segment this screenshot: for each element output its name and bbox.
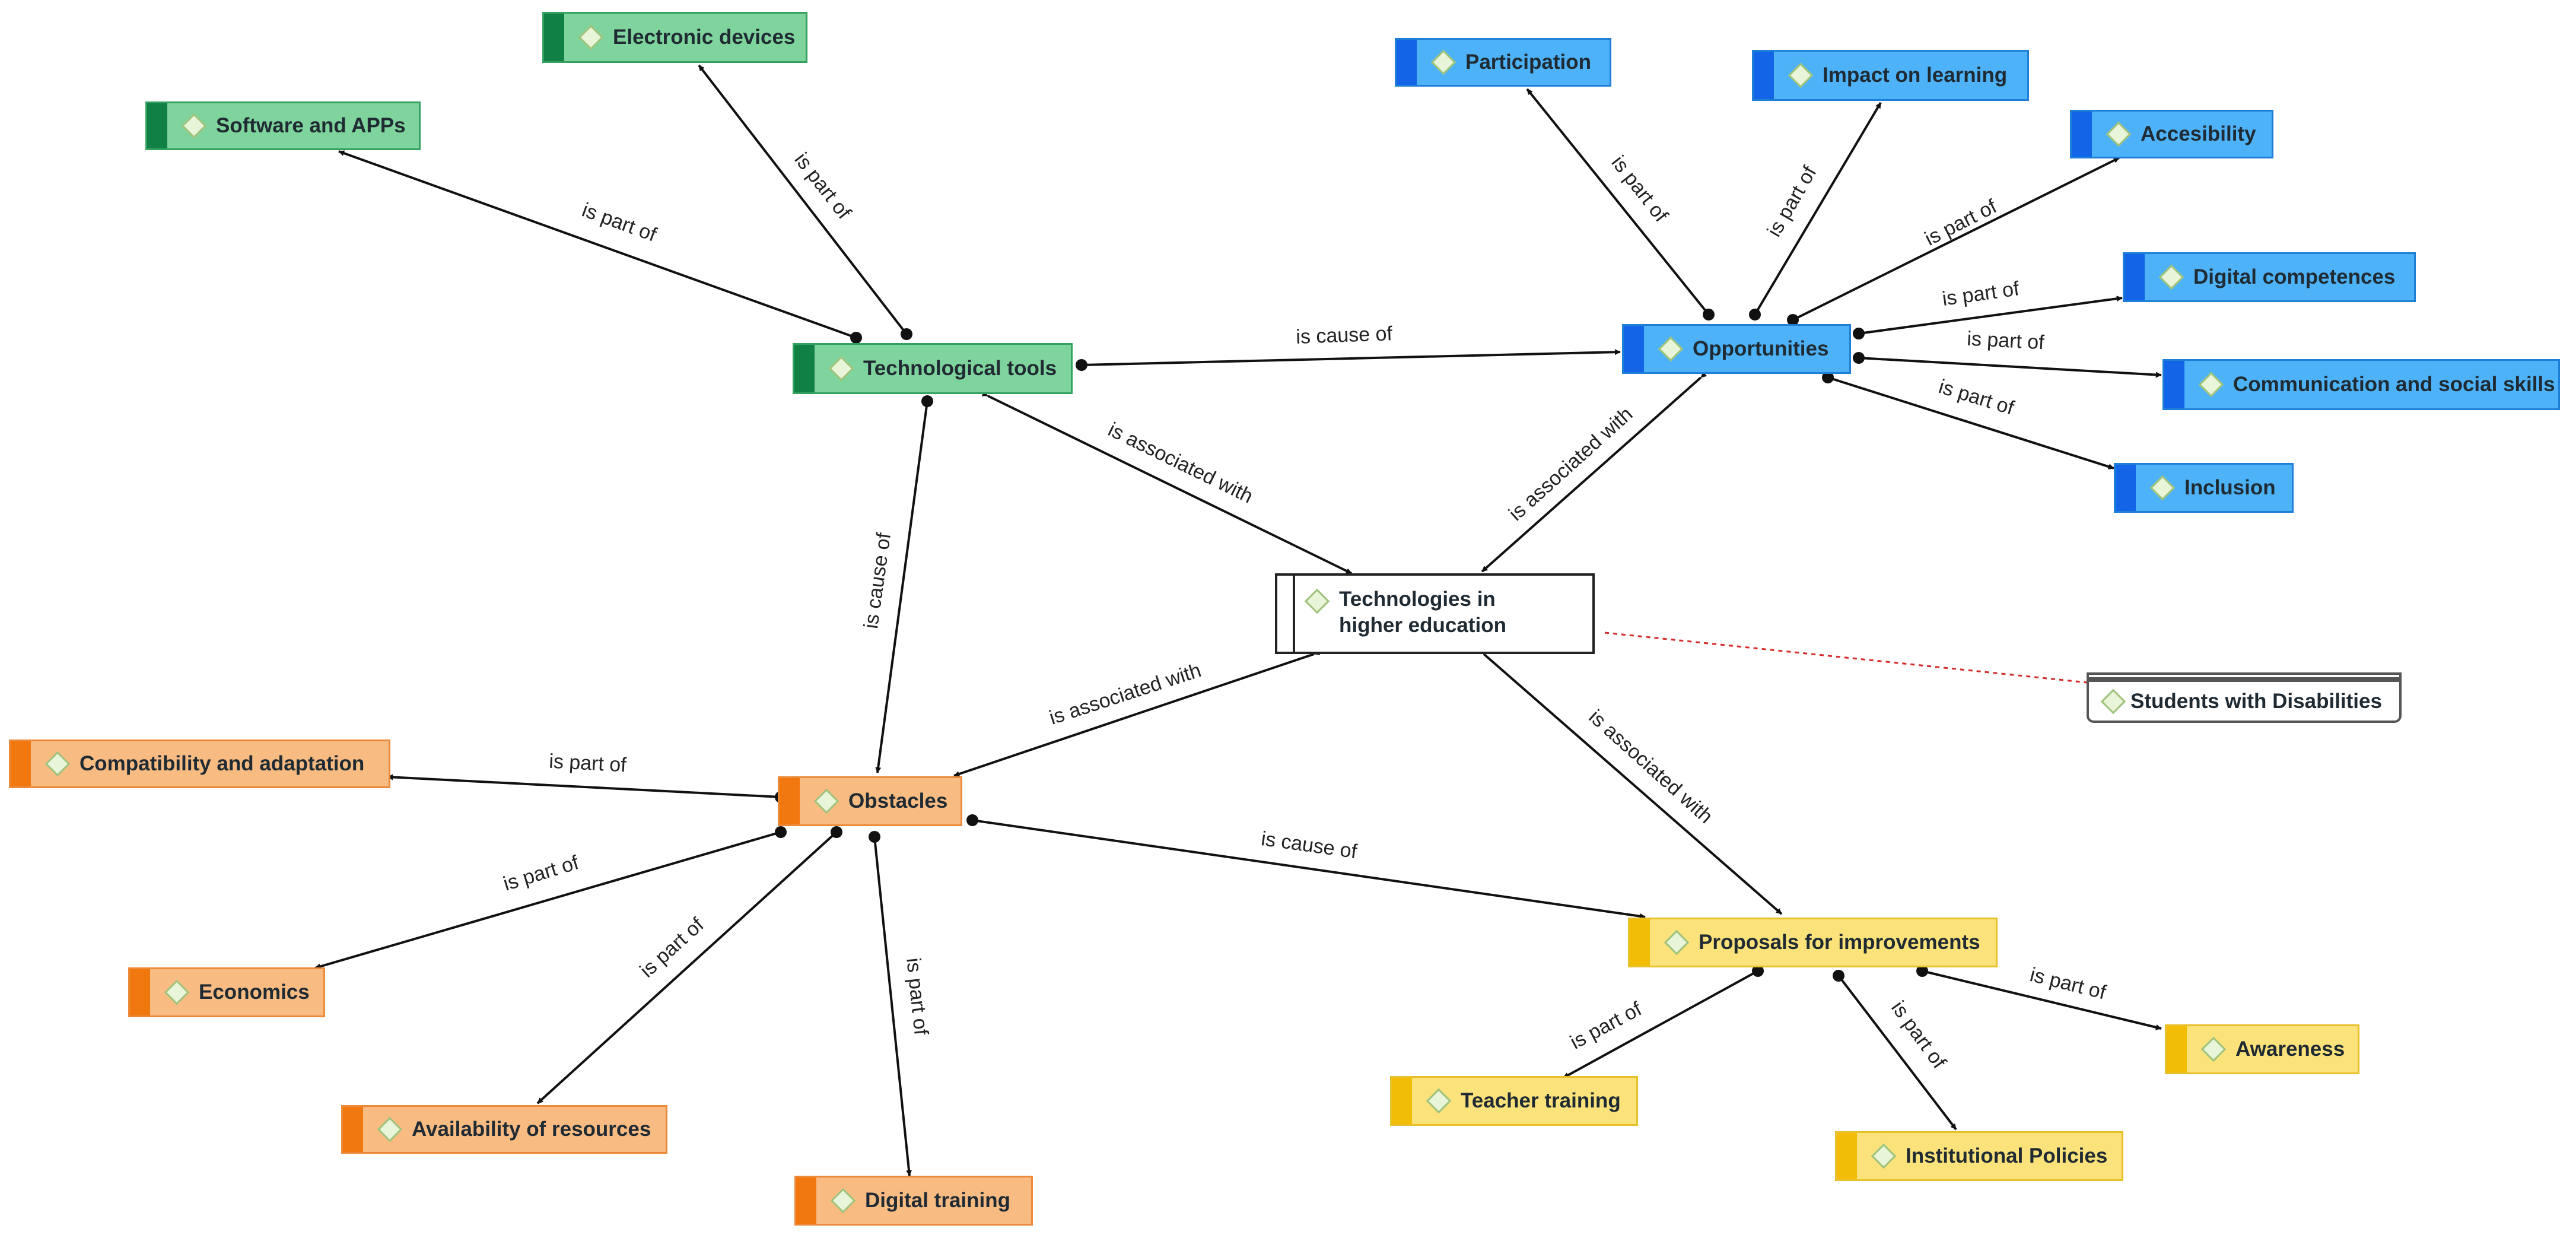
node-technological-tools[interactable]: Technological tools — [793, 343, 1073, 394]
label-obstacles-availability: is part of — [635, 913, 708, 982]
edge-opp-center — [1481, 372, 1707, 573]
concept-icon — [1426, 1088, 1452, 1114]
edge-opp-communication — [1858, 357, 2162, 378]
label-obstacles-digital-training: is part of — [902, 957, 932, 1036]
edge-opp-accesibility — [1792, 157, 2120, 321]
label-obstacles-economics: is part of — [501, 851, 581, 896]
edge-center-obstacles — [953, 649, 1321, 777]
concept-icon — [813, 788, 839, 814]
node-software-apps[interactable]: Software and APPs — [145, 101, 421, 150]
concept-icon — [44, 751, 71, 777]
node-digital-training[interactable]: Digital training — [794, 1176, 1033, 1226]
label-center-proposals: is associated with — [1585, 706, 1717, 829]
label-opp-impact: is part of — [1763, 162, 1821, 240]
edge-proposals-teacher — [1563, 970, 1758, 1079]
node-impact-on-learning[interactable]: Impact on learning — [1752, 50, 2029, 101]
label-opp-digital: is part of — [1941, 277, 2021, 310]
edge-tools-obstacles — [875, 401, 928, 773]
concept-icon — [181, 113, 207, 139]
node-opportunities[interactable]: Opportunities — [1622, 324, 1851, 374]
concept-icon — [2158, 264, 2184, 290]
node-participation[interactable]: Participation — [1395, 38, 1611, 87]
node-inclusion[interactable]: Inclusion — [2114, 463, 2294, 513]
concept-icon — [1304, 588, 1330, 614]
label-opp-center: is associated with — [1505, 403, 1637, 526]
edge-center-proposals — [1477, 648, 1783, 915]
memo-icon — [2100, 688, 2126, 714]
label-tools-software: is part of — [579, 199, 660, 246]
concept-icon — [1788, 62, 1814, 88]
edge-obstacles-compatibility — [387, 774, 781, 798]
concept-icon — [2106, 121, 2132, 147]
edge-opp-digital — [1858, 296, 2123, 335]
node-digital-competences[interactable]: Digital competences — [2123, 252, 2416, 302]
node-availability-resources[interactable]: Availability of resources — [341, 1105, 667, 1154]
edge-opp-impact — [1754, 101, 1882, 316]
concept-icon — [2200, 1036, 2227, 1062]
node-proposals-improvements[interactable]: Proposals for improvements — [1628, 918, 1998, 967]
label-proposals-institutional: is part of — [1887, 997, 1951, 1073]
edge-obstacles-digital-training — [873, 836, 912, 1176]
concept-icon — [377, 1116, 403, 1142]
concept-icon — [2149, 475, 2176, 501]
node-communication-social-skills[interactable]: Communication and social skills — [2162, 359, 2560, 410]
node-accesibility[interactable]: Accesibility — [2070, 110, 2273, 158]
node-obstacles[interactable]: Obstacles — [778, 776, 962, 826]
edge-tools-opportunities — [1081, 349, 1621, 366]
label-proposals-teacher: is part of — [1566, 998, 1645, 1054]
concept-icon — [830, 1188, 856, 1214]
edge-tools-software — [338, 150, 857, 339]
edge-opp-inclusion — [1827, 376, 2114, 469]
concept-icon — [578, 24, 604, 50]
edge-tools-center — [981, 391, 1352, 575]
edge-opp-participation — [1526, 88, 1710, 316]
memo-students-with-disabilities[interactable]: Students with Disabilities — [2087, 672, 2402, 723]
node-teacher-training[interactable]: Teacher training — [1390, 1076, 1638, 1126]
label-tools-electronic: is part of — [790, 148, 856, 224]
node-technologies-higher-education[interactable]: Technologies in higher education — [1275, 573, 1595, 654]
edge-proposals-institutional — [1837, 975, 1957, 1131]
node-compatibility-adaptation[interactable]: Compatibility and adaptation — [9, 739, 390, 788]
label-tools-opportunities: is cause of — [1296, 322, 1393, 348]
label-opp-participation: is part of — [1607, 151, 1673, 227]
concept-icon — [164, 979, 190, 1005]
edge-obstacles-availability — [536, 831, 838, 1104]
concept-icon — [1871, 1143, 1897, 1169]
concept-icon — [1664, 929, 1690, 956]
label-opp-communication: is part of — [1966, 328, 2045, 354]
label-proposals-awareness: is part of — [2028, 963, 2108, 1004]
edge-obstacles-proposals — [972, 819, 1646, 919]
concept-icon — [1658, 336, 1684, 362]
concept-icon — [828, 356, 854, 382]
label-obstacles-proposals: is cause of — [1260, 827, 1359, 863]
node-electronic-devices[interactable]: Electronic devices — [542, 12, 807, 63]
label-obstacles-compatibility: is part of — [548, 750, 627, 777]
edge-obstacles-economics — [314, 831, 781, 970]
memo-link-line — [1604, 631, 2088, 684]
node-economics[interactable]: Economics — [128, 967, 325, 1017]
label-opp-inclusion: is part of — [1936, 375, 2017, 420]
node-awareness[interactable]: Awareness — [2165, 1024, 2359, 1074]
concept-icon — [2198, 372, 2224, 398]
node-institutional-policies[interactable]: Institutional Policies — [1835, 1131, 2123, 1181]
edge-proposals-awareness — [1922, 970, 2162, 1030]
label-tools-obstacles: is cause of — [860, 531, 895, 630]
concept-icon — [1430, 49, 1456, 75]
edge-tools-electronic — [698, 64, 908, 335]
